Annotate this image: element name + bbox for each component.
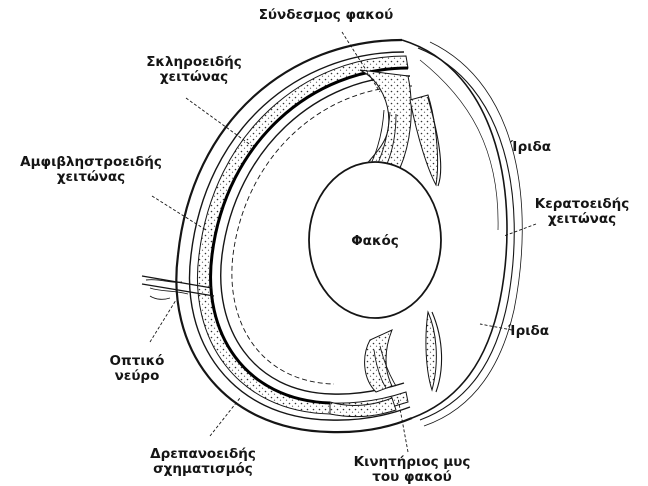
ciliary-muscle-label-line-2: του φακού bbox=[330, 470, 494, 485]
optic-nerve-label: Οπτικό νεύρο bbox=[92, 354, 182, 384]
zonular-ligament-label: Σύνδεσμος φακού bbox=[233, 8, 419, 23]
retina-label: Αμφιβληστροειδής χειτώνας bbox=[2, 155, 180, 185]
choroid-label-line-1: Δρεπανοειδής bbox=[128, 447, 278, 462]
choroid-label: Δρεπανοειδής σχηματισμός bbox=[128, 447, 278, 477]
ciliary-muscle-label-line-1: Κινητήριος μυς bbox=[330, 455, 494, 470]
optic-nerve-label-line-2: νεύρο bbox=[92, 369, 182, 384]
iris-lower-label: Ίριδα bbox=[508, 324, 588, 339]
cornea-label-line-1: Κερατοειδής bbox=[522, 197, 642, 212]
iris-upper-label: Ίριδα bbox=[510, 140, 590, 155]
ciliary-muscle-label: Κινητήριος μυς του φακού bbox=[330, 455, 494, 485]
sclera-label-line-2: χειτώνας bbox=[112, 70, 276, 85]
sclera-label: Σκληροειδής χειτώνας bbox=[112, 55, 276, 85]
retina-label-line-2: χειτώνας bbox=[2, 170, 180, 185]
optic-nerve-label-line-1: Οπτικό bbox=[92, 354, 182, 369]
choroid-label-line-2: σχηματισμός bbox=[128, 462, 278, 477]
retina-label-line-1: Αμφιβληστροειδής bbox=[2, 155, 180, 170]
ciliary-body-lower bbox=[330, 312, 436, 417]
cornea-label-line-2: χειτώνας bbox=[522, 212, 642, 227]
lens-label: Φακός bbox=[330, 234, 420, 249]
sclera-label-line-1: Σκληροειδής bbox=[112, 55, 276, 70]
cornea-label: Κερατοειδής χειτώνας bbox=[522, 197, 642, 227]
